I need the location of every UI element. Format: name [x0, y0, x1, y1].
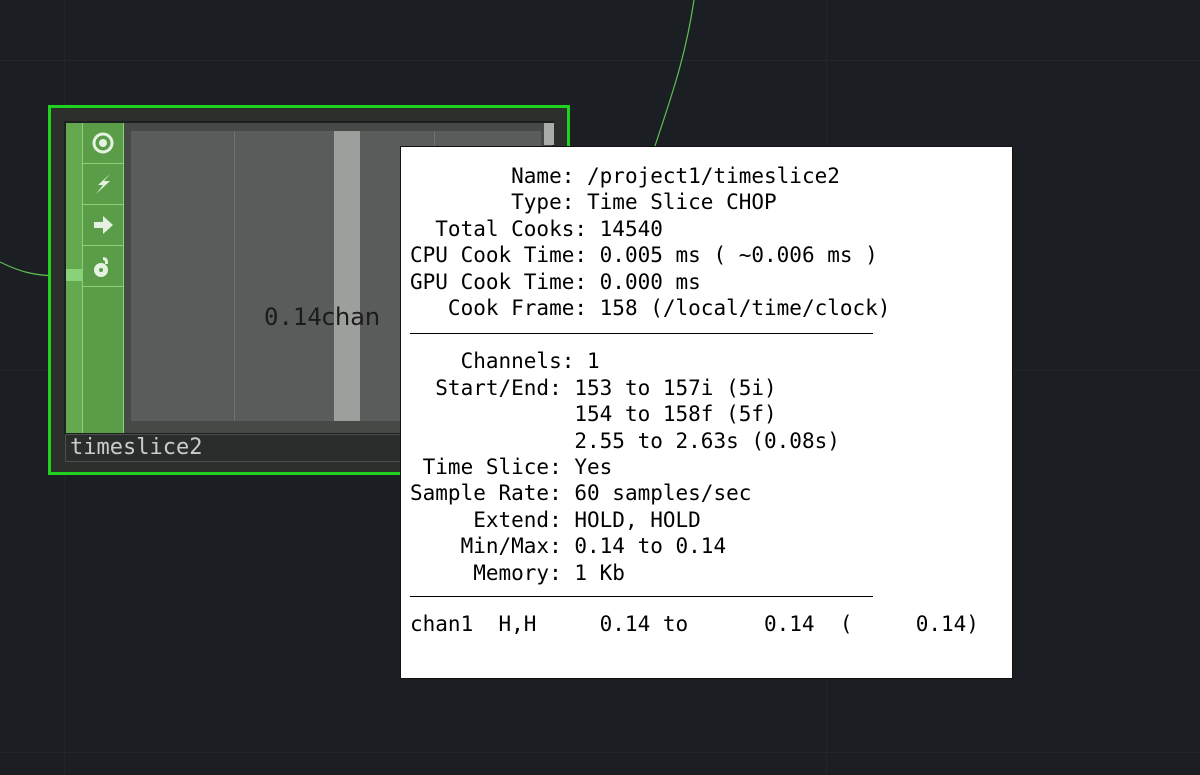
info-minmax-value: 0.14 to 0.14 [574, 534, 727, 559]
operator-info-popup: Name: /project1/timeslice2 Type: Time Sl… [400, 146, 1013, 679]
info-frame-value: 158 (/local/time/clock) [599, 296, 891, 321]
arrow-right-icon [94, 216, 113, 234]
bypass-flag[interactable] [83, 205, 123, 246]
info-memory-value: 1 Kb [574, 560, 625, 585]
info-cpu-value: 0.005 ms ( ~0.006 ms ) [599, 243, 878, 268]
info-separator [410, 596, 873, 598]
info-memory-row: Memory: 1 Kb [410, 560, 979, 586]
info-name-label: Name: [410, 164, 588, 188]
cook-flag[interactable] [83, 164, 123, 205]
info-extend-value: HOLD, HOLD [574, 507, 701, 532]
info-timeslice-label: Time Slice: [410, 455, 575, 480]
lock-flag[interactable] [83, 246, 123, 287]
info-extend-label: Extend: [410, 507, 575, 532]
grid-line [0, 60, 1200, 61]
info-total-cooks-row: Total Cooks: 14540 [410, 216, 979, 242]
info-total-cooks-value: 14540 [599, 216, 663, 241]
info-channels-row: Channels: 1 [410, 348, 979, 374]
info-samplerate-row: Sample Rate: 60 samples/sec [410, 480, 979, 506]
info-total-cooks-label: Total Cooks: [410, 216, 600, 241]
info-channels-label: Channels: [410, 349, 588, 374]
channel-name: chan [321, 303, 381, 331]
info-gpu-row: GPU Cook Time: 0.000 ms [410, 269, 979, 295]
slice-divider [234, 131, 235, 421]
info-channels-value: 1 [587, 349, 600, 374]
info-cpu-label: CPU Cook Time: [410, 243, 600, 268]
info-channel-row: chan1 H,H 0.14 to 0.14 ( 0.14) [410, 612, 979, 637]
info-minmax-label: Min/Max: [410, 534, 575, 559]
viewer-scrollbar[interactable] [544, 123, 554, 145]
info-startend-row-2: 154 to 158f (5f) [410, 401, 979, 427]
channel-value-label: 0.14chan [264, 303, 380, 331]
info-cpu-row: CPU Cook Time: 0.005 ms ( ~0.006 ms ) [410, 242, 979, 268]
grid-line [0, 752, 1200, 753]
info-startend-seconds: 2.55 to 2.63s (0.08s) [574, 428, 840, 453]
node-flags [83, 123, 124, 433]
info-type-label: Type: [410, 190, 588, 215]
info-gpu-label: GPU Cook Time: [410, 269, 600, 294]
viewer-flag[interactable] [83, 123, 123, 164]
info-startend-frame: 154 to 158f (5f) [574, 402, 777, 427]
info-startend-row-3: 2.55 to 2.63s (0.08s) [410, 428, 979, 454]
info-separator [410, 333, 873, 335]
channel-value: 0.14 [264, 303, 322, 331]
info-startend-row: Start/End: 153 to 157i (5i) [410, 375, 979, 401]
input-strip [66, 123, 83, 433]
lightning-icon [96, 174, 110, 194]
info-gpu-value: 0.000 ms [599, 269, 701, 294]
info-type-row: Type: Time Slice CHOP [410, 189, 979, 215]
target-icon [92, 132, 114, 154]
info-name-value: /project1/timeslice2 [587, 164, 840, 188]
info-timeslice-value: Yes [574, 455, 613, 480]
info-frame-row: Cook Frame: 158 (/local/time/clock) [410, 295, 979, 321]
output-wire [654, 0, 695, 147]
info-startend-label: Start/End: [410, 375, 575, 400]
input-connector[interactable] [66, 269, 82, 281]
info-samplerate-label: Sample Rate: [410, 481, 575, 506]
info-frame-label: Cook Frame: [410, 296, 600, 321]
current-slice-bar [334, 131, 360, 421]
info-memory-label: Memory: [410, 560, 575, 585]
lock-icon [94, 257, 108, 277]
info-text: Name: /project1/timeslice2 Type: Time Sl… [410, 163, 979, 638]
info-timeslice-row: Time Slice: Yes [410, 454, 979, 480]
info-minmax-row: Min/Max: 0.14 to 0.14 [410, 533, 979, 559]
info-startend-index: 153 to 157i (5i) [574, 375, 777, 400]
info-extend-row: Extend: HOLD, HOLD [410, 507, 979, 533]
info-samplerate-value: 60 samples/sec [574, 481, 752, 506]
info-name-row: Name: /project1/timeslice2 [410, 163, 979, 189]
info-type-value: Time Slice CHOP [587, 190, 777, 215]
